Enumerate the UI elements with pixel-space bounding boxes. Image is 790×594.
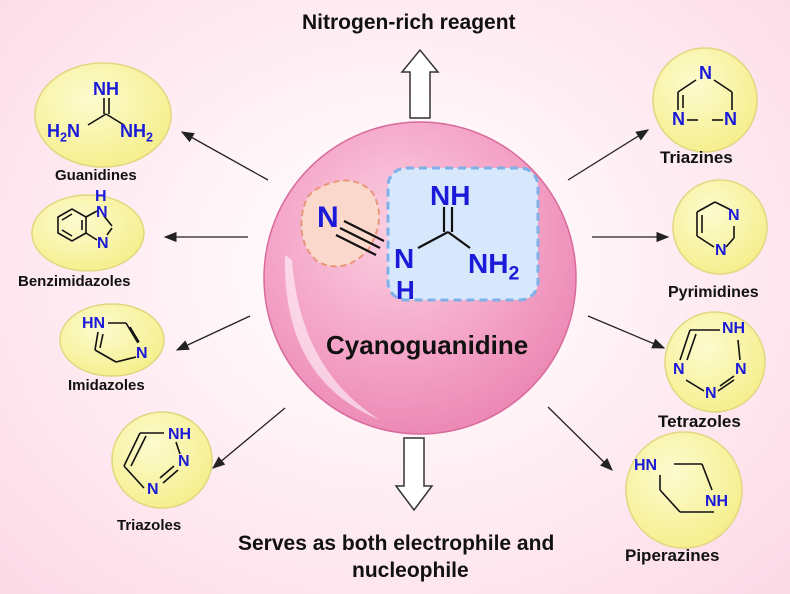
center-name: Cyanoguanidine bbox=[326, 330, 529, 360]
benzimidazole-n2: N bbox=[97, 235, 109, 252]
up-hollow-arrow bbox=[400, 48, 440, 119]
tetrazole-n1: N bbox=[673, 361, 685, 378]
pyrimidine-n1: N bbox=[728, 207, 740, 224]
down-hollow-arrow bbox=[394, 437, 434, 512]
product-circles bbox=[31, 47, 768, 549]
piperazine-structure bbox=[659, 463, 714, 513]
center-nh2: NH2 bbox=[468, 248, 520, 285]
triazine-structure bbox=[677, 79, 733, 121]
cyanoguanidine-bonds bbox=[335, 207, 471, 256]
triazole-n2: N bbox=[147, 481, 159, 498]
guanidine-highlight-box bbox=[386, 166, 540, 302]
piperazine-nh: NH bbox=[705, 493, 729, 510]
tetrazole-n3: N bbox=[705, 385, 717, 402]
sphere-highlight bbox=[284, 255, 380, 420]
bottom-label-line1: Serves as both electrophile and bbox=[238, 532, 555, 555]
triazole-n1: N bbox=[178, 453, 190, 470]
imidazole-n: N bbox=[136, 345, 148, 362]
piperazine-hn: HN bbox=[634, 457, 658, 474]
benzimidazole-n1: N bbox=[96, 204, 108, 221]
tetrazole-n2: N bbox=[735, 361, 747, 378]
tetrazoles-label: Tetrazoles bbox=[658, 412, 741, 431]
benzimidazole-structure bbox=[57, 208, 113, 242]
pyrimidine-structure bbox=[696, 201, 735, 248]
center-amine-h: H bbox=[396, 275, 415, 305]
center-amine-n: N bbox=[394, 243, 415, 274]
triazine-n2: N bbox=[672, 109, 685, 129]
triazoles-label: Triazoles bbox=[117, 517, 182, 534]
guanidine-nh: NH bbox=[93, 79, 119, 99]
center-nitrile-n: N bbox=[317, 201, 339, 234]
pyrimidine-n2: N bbox=[715, 242, 727, 259]
triazole-nh: NH bbox=[168, 426, 192, 443]
benzimidazoles-label: Benzimidazoles bbox=[18, 273, 131, 290]
benzimidazole-h: H bbox=[95, 188, 107, 205]
imidazole-structure bbox=[94, 322, 140, 363]
guanidine-structure bbox=[87, 98, 125, 126]
pyrimidines-label: Pyrimidines bbox=[668, 284, 759, 301]
top-label: Nitrogen-rich reagent bbox=[302, 11, 516, 34]
imidazoles-label: Imidazoles bbox=[68, 377, 145, 394]
imidazole-hn: HN bbox=[82, 315, 106, 332]
radial-arrows bbox=[163, 129, 670, 471]
center-nh-top: NH bbox=[430, 180, 471, 211]
bottom-label-line2: nucleophile bbox=[352, 559, 469, 582]
tetrazole-nh: NH bbox=[722, 320, 746, 337]
nitrile-highlight bbox=[300, 179, 381, 268]
triazines-label: Triazines bbox=[660, 148, 733, 167]
guanidine-nh2: NH2 bbox=[120, 121, 154, 145]
triazine-n1: N bbox=[699, 63, 712, 83]
tetrazole-structure bbox=[679, 329, 741, 392]
piperazines-label: Piperazines bbox=[625, 546, 720, 565]
triazole-structure bbox=[123, 432, 181, 489]
guanidines-label: Guanidines bbox=[55, 167, 137, 184]
triazine-n3: N bbox=[724, 109, 737, 129]
guanidine-h2n: H2N bbox=[47, 121, 81, 145]
